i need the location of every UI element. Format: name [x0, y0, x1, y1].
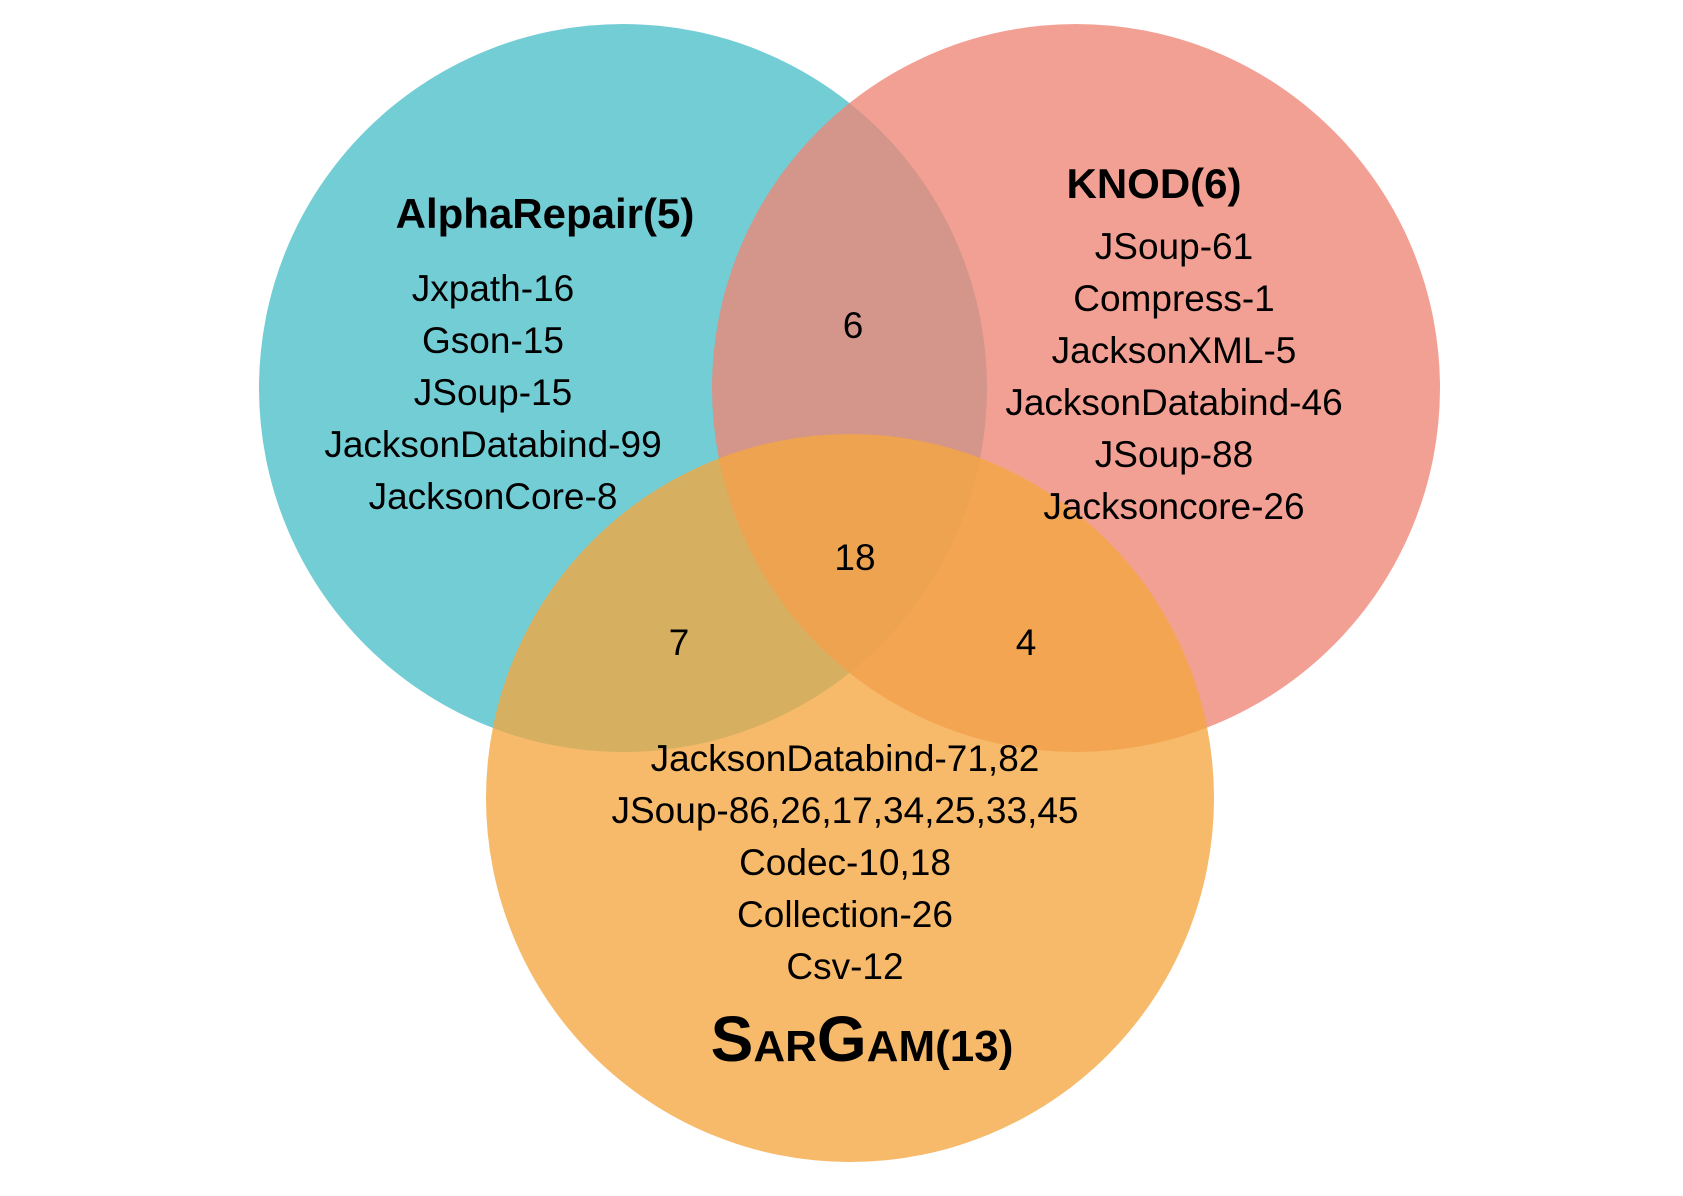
- sargam-item: Csv-12: [786, 946, 903, 987]
- sargam-circle: [486, 434, 1214, 1162]
- overlap-alpharepair-knod: 6: [843, 305, 864, 346]
- sargam-title: SARGAM(13): [711, 1003, 1014, 1075]
- overlap-all-three: 18: [834, 537, 875, 578]
- overlap-knod-sargam: 4: [1016, 622, 1037, 663]
- sargam-item: Collection-26: [737, 894, 953, 935]
- sargam-title-count: (13): [935, 1022, 1013, 1071]
- knod-item: JacksonDatabind-46: [1005, 382, 1342, 423]
- sargam-items: JacksonDatabind-71,82 JSoup-86,26,17,34,…: [612, 738, 1079, 987]
- alpharepair-item: JacksonCore-8: [369, 476, 618, 517]
- sargam-item: JacksonDatabind-71,82: [651, 738, 1040, 779]
- alpharepair-items: Jxpath-16 Gson-15 JSoup-15 JacksonDatabi…: [324, 268, 661, 517]
- sargam-item: JSoup-86,26,17,34,25,33,45: [612, 790, 1079, 831]
- alpharepair-item: JacksonDatabind-99: [324, 424, 661, 465]
- alpharepair-title: AlphaRepair(5): [396, 190, 695, 237]
- knod-item: Compress-1: [1073, 278, 1275, 319]
- sargam-title-cap-g: G: [817, 1003, 867, 1075]
- alpharepair-item: Gson-15: [422, 320, 564, 361]
- knod-item: JacksonXML-5: [1052, 330, 1297, 371]
- sargam-title-cap-s: S: [711, 1003, 754, 1075]
- overlap-alpharepair-sargam: 7: [669, 622, 690, 663]
- knod-item: JSoup-61: [1095, 226, 1253, 267]
- knod-title: KNOD(6): [1067, 160, 1242, 207]
- alpharepair-item: JSoup-15: [414, 372, 572, 413]
- sargam-item: Codec-10,18: [739, 842, 951, 883]
- knod-item: Jacksoncore-26: [1043, 486, 1304, 527]
- knod-item: JSoup-88: [1095, 434, 1253, 475]
- alpharepair-item: Jxpath-16: [412, 268, 575, 309]
- sargam-title-small-am: AM: [867, 1022, 935, 1071]
- knod-items: JSoup-61 Compress-1 JacksonXML-5 Jackson…: [1005, 226, 1342, 527]
- sargam-title-small-ar: AR: [753, 1022, 817, 1071]
